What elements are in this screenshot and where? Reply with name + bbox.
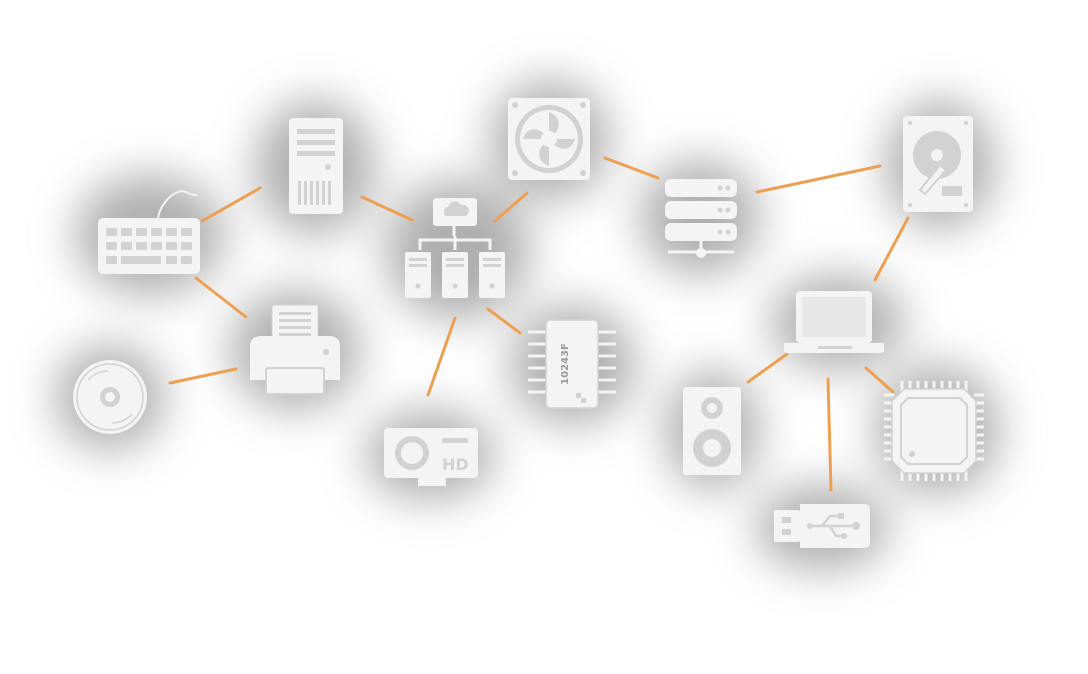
connection-links <box>168 156 910 492</box>
link-laptop-usb <box>826 377 833 492</box>
link-keyboard-printer <box>194 276 248 319</box>
cd-disc-icon <box>73 360 147 434</box>
link-keyboard-tower <box>200 186 262 223</box>
speaker-icon <box>683 387 741 475</box>
ic-chip-icon: 10243F <box>528 319 616 409</box>
hd-projector-icon: HD <box>384 428 478 486</box>
hard-drive-icon <box>903 116 973 212</box>
cooling-fan-icon <box>508 98 590 180</box>
chip-label: 10243F <box>560 343 571 385</box>
usb-drive-icon <box>774 504 870 548</box>
link-network-chip <box>486 307 522 335</box>
projector-hd-label: HD <box>442 455 469 474</box>
server-rack-icon <box>665 179 737 258</box>
link-fan-server <box>603 156 660 180</box>
cpu-processor-icon <box>884 381 984 481</box>
link-network-fan <box>493 191 529 223</box>
link-server-hdd <box>755 164 882 194</box>
printer-icon <box>250 304 340 395</box>
network-hub-icon <box>405 198 505 298</box>
link-laptop-cpu <box>864 366 895 394</box>
link-network-projector <box>426 316 457 397</box>
laptop-icon <box>784 291 884 353</box>
link-tower-network <box>360 195 414 222</box>
link-hdd-laptop <box>873 216 910 282</box>
link-laptop-speaker <box>746 352 789 384</box>
keyboard-icon <box>98 190 200 274</box>
link-cd-printer <box>168 367 238 385</box>
desktop-tower-icon <box>289 118 343 214</box>
